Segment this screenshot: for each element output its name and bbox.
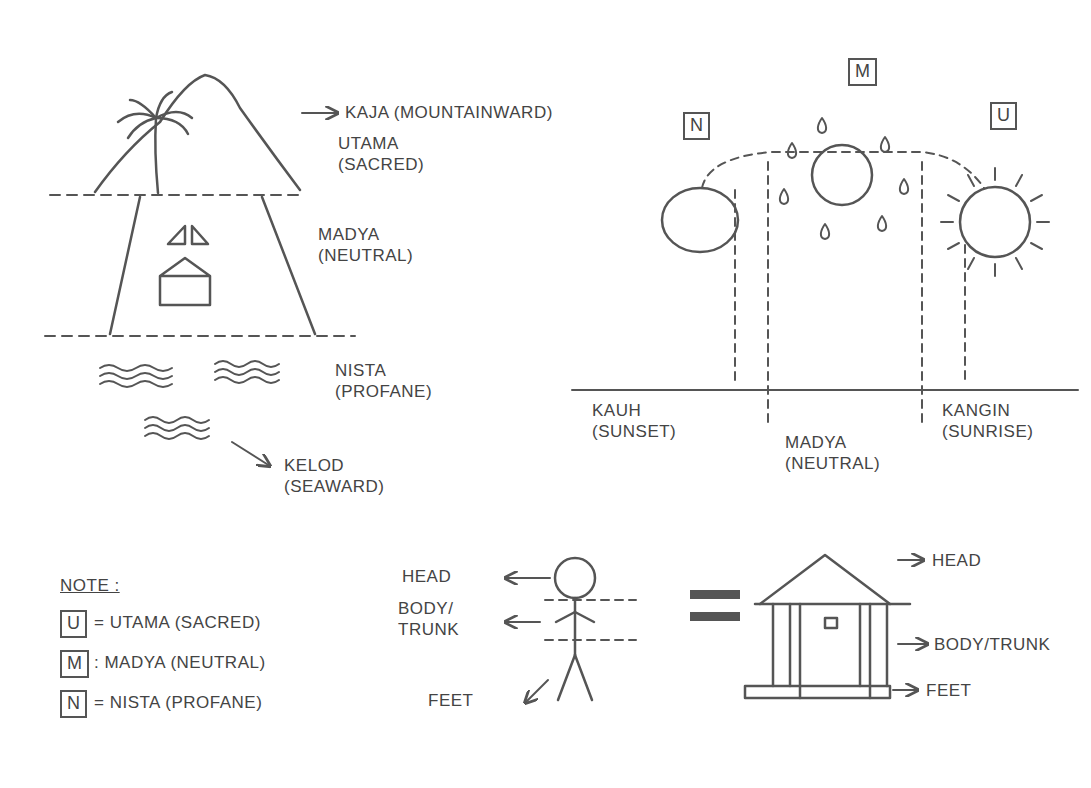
annotation-label: NISTA (PROFANE) — [335, 360, 450, 403]
mountain — [95, 75, 300, 192]
annotation-label: UTAMA (SACRED) — [338, 133, 453, 176]
noon-sun — [812, 145, 872, 205]
sunset-sun — [662, 188, 738, 252]
land-edge — [262, 197, 315, 334]
annotation-label: BODY/TRUNK — [934, 634, 1050, 655]
sea-waves — [100, 361, 279, 439]
leader-arrow — [893, 689, 918, 691]
zone-box: U — [990, 102, 1017, 130]
annotation-label: KANGIN (SUNRISE) — [942, 400, 1062, 443]
leader-arrow — [505, 621, 540, 623]
annotation-label: KAJA (MOUNTAINWARD) — [345, 102, 553, 123]
divider-line — [545, 599, 636, 601]
equals-sign — [690, 612, 740, 621]
leader-arrow — [898, 643, 928, 645]
annotation-label: HEAD — [932, 550, 981, 571]
zone-letter: N — [690, 115, 703, 135]
annotation-label: KAUH (SUNSET) — [592, 400, 702, 443]
leader-arrow — [505, 577, 550, 579]
sun-path — [702, 152, 984, 188]
leader-arrow — [525, 680, 548, 703]
sunrise-sun — [960, 187, 1030, 257]
house-symbol — [160, 258, 210, 305]
annotation-label: : MADYA (NEUTRAL) — [94, 652, 266, 673]
leader-arrow — [302, 112, 338, 114]
zone-box: M — [848, 58, 877, 86]
divider-line — [45, 335, 355, 337]
annotation-label: NOTE : — [60, 575, 120, 596]
shrine-symbol — [192, 226, 208, 244]
zone-letter: M — [67, 653, 82, 673]
ground-line — [572, 389, 1078, 391]
annotation-label: HEAD — [402, 566, 451, 587]
zone-letter: U — [997, 105, 1010, 125]
land-edge — [110, 197, 140, 334]
zone-letter: N — [67, 693, 80, 713]
person-figure — [555, 558, 595, 700]
zone-guide-lines — [735, 162, 965, 425]
leader-arrow — [898, 559, 924, 561]
annotation-label: FEET — [926, 680, 971, 701]
equals-sign — [690, 590, 740, 599]
annotation-label: BODY/ TRUNK — [398, 598, 470, 641]
zone-box: M — [60, 650, 89, 678]
rain-drops — [780, 118, 908, 239]
zone-letter: U — [67, 613, 80, 633]
zone-box: U — [60, 610, 87, 638]
sun-rays — [941, 168, 1049, 276]
annotation-label: = UTAMA (SACRED) — [94, 612, 261, 633]
annotation-label: MADYA (NEUTRAL) — [318, 224, 433, 267]
house-figure — [745, 555, 910, 698]
leader-arrow — [232, 442, 270, 466]
zone-box: N — [683, 112, 710, 140]
divider-line — [545, 639, 636, 641]
shrine-symbol — [168, 226, 185, 244]
annotation-label: FEET — [428, 690, 473, 711]
annotation-label: = NISTA (PROFANE) — [94, 692, 262, 713]
zone-letter: M — [855, 61, 870, 81]
annotation-label: MADYA (NEUTRAL) — [785, 432, 905, 475]
zone-box: N — [60, 690, 87, 718]
annotation-label: KELOD (SEAWARD) — [284, 455, 404, 498]
divider-line — [50, 194, 300, 196]
palm-tree — [118, 92, 192, 193]
